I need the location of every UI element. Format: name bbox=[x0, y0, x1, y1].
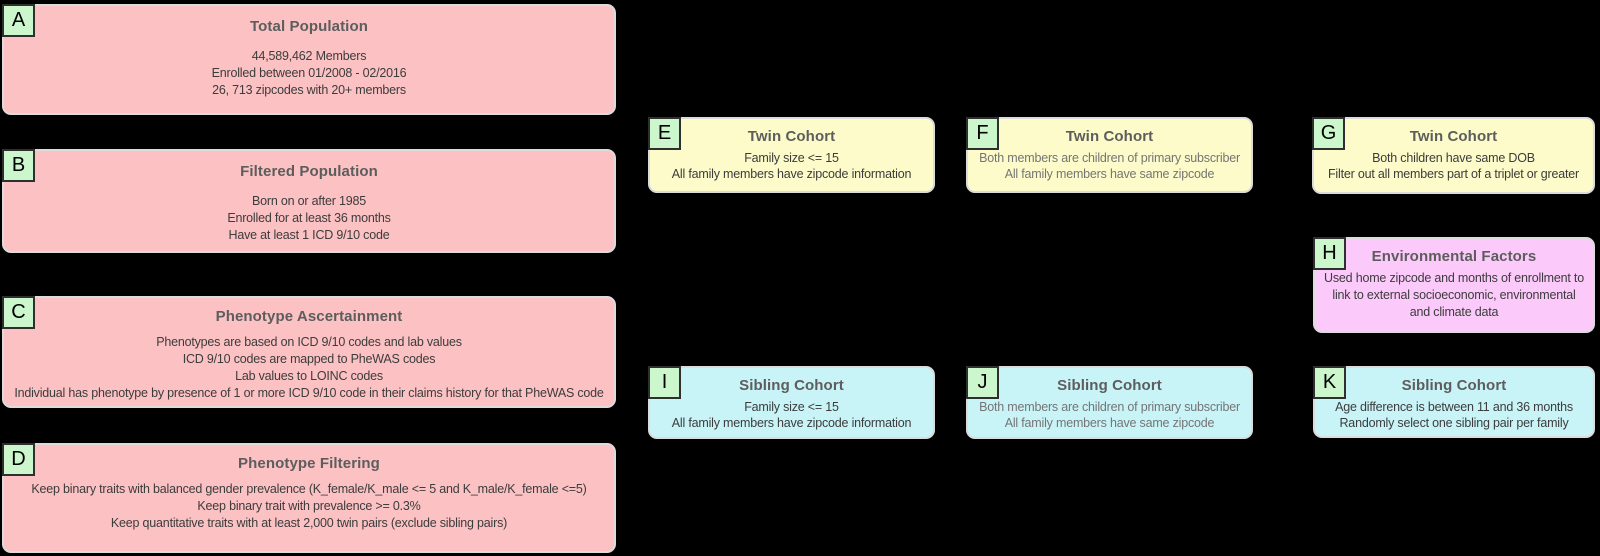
body-line: Have at least 1 ICD 9/10 code bbox=[228, 228, 390, 242]
label-letter: E bbox=[657, 122, 672, 144]
body-line: Filter out all members part of a triplet… bbox=[1327, 167, 1579, 181]
label-j: J bbox=[966, 366, 999, 399]
body-line: Enrolled between 01/2008 - 02/2016 bbox=[211, 66, 407, 80]
box-body: Born on or after 1985 Enrolled for at le… bbox=[4, 193, 614, 244]
label-f: F bbox=[966, 117, 999, 150]
label-letter: F bbox=[976, 122, 989, 144]
box-title: Total Population bbox=[250, 18, 368, 35]
label-letter: D bbox=[11, 448, 26, 470]
label-d: D bbox=[2, 443, 35, 476]
box-title: Twin Cohort bbox=[1409, 128, 1498, 145]
body-line: Family size <= 15 bbox=[744, 400, 839, 414]
body-line: Randomly select one sibling pair per fam… bbox=[1339, 416, 1569, 430]
box-body: Both children have same DOB Filter out a… bbox=[1314, 150, 1593, 182]
box-title: Sibling Cohort bbox=[1401, 377, 1507, 394]
body-line: All family members have zipcode informat… bbox=[671, 416, 912, 430]
label-letter: I bbox=[661, 371, 668, 393]
box-body: Both members are children of primary sub… bbox=[968, 399, 1251, 431]
body-line: Enrolled for at least 36 months bbox=[227, 211, 391, 225]
box-body: Age difference is between 11 and 36 mont… bbox=[1315, 399, 1593, 431]
body-line: Both members are children of primary sub… bbox=[979, 151, 1240, 165]
label-letter: H bbox=[1322, 242, 1337, 264]
body-line: Keep binary trait with prevalence >= 0.3… bbox=[197, 499, 421, 513]
label-letter: B bbox=[11, 154, 26, 176]
box-sibling-cohort-j: J Sibling Cohort Both members are childr… bbox=[966, 366, 1253, 439]
body-line: Both members are children of primary sub… bbox=[979, 400, 1240, 414]
body-line: Lab values to LOINC codes bbox=[235, 369, 383, 383]
box-title: Environmental Factors bbox=[1371, 248, 1537, 265]
box-phenotype-filtering: D Phenotype Filtering Keep binary traits… bbox=[2, 443, 616, 553]
box-total-population: A Total Population 44,589,462 Members En… bbox=[2, 4, 616, 115]
box-title: Sibling Cohort bbox=[1057, 377, 1162, 394]
label-g: G bbox=[1312, 117, 1345, 150]
label-i: I bbox=[648, 366, 681, 399]
body-line: All family members have same zipcode bbox=[1004, 167, 1215, 181]
box-body: Family size <= 15 All family members hav… bbox=[650, 150, 933, 182]
label-letter: J bbox=[977, 371, 988, 393]
box-phenotype-ascertainment: C Phenotype Ascertainment Phenotypes are… bbox=[2, 296, 616, 408]
body-line: Phenotypes are based on ICD 9/10 codes a… bbox=[156, 335, 462, 349]
label-c: C bbox=[2, 296, 35, 329]
box-environmental-factors: H Environmental Factors Used home zipcod… bbox=[1313, 237, 1595, 333]
body-line: 44,589,462 Members bbox=[251, 49, 367, 63]
box-body: Family size <= 15 All family members hav… bbox=[650, 399, 933, 431]
label-a: A bbox=[2, 4, 35, 37]
box-title: Twin Cohort bbox=[1065, 128, 1154, 145]
box-sibling-cohort-i: I Sibling Cohort Family size <= 15 All f… bbox=[648, 366, 935, 439]
body-line: Used home zipcode and months of enrollme… bbox=[1324, 271, 1584, 319]
box-title: Filtered Population bbox=[240, 163, 378, 180]
box-title: Sibling Cohort bbox=[739, 377, 844, 394]
box-title: Twin Cohort bbox=[747, 128, 836, 145]
box-body: 44,589,462 Members Enrolled between 01/2… bbox=[4, 48, 614, 99]
label-letter: C bbox=[11, 301, 26, 323]
box-twin-cohort-g: G Twin Cohort Both children have same DO… bbox=[1312, 117, 1595, 194]
box-body: Phenotypes are based on ICD 9/10 codes a… bbox=[4, 334, 614, 402]
box-body: Both members are children of primary sub… bbox=[968, 150, 1251, 182]
box-body: Used home zipcode and months of enrollme… bbox=[1315, 270, 1593, 321]
body-line: 26, 713 zipcodes with 20+ members bbox=[212, 83, 406, 97]
body-line: Age difference is between 11 and 36 mont… bbox=[1335, 400, 1573, 414]
box-twin-cohort-f: F Twin Cohort Both members are children … bbox=[966, 117, 1253, 193]
body-line: Keep binary traits with balanced gender … bbox=[31, 482, 587, 496]
body-line: Family size <= 15 bbox=[744, 151, 839, 165]
box-sibling-cohort-k: K Sibling Cohort Age difference is betwe… bbox=[1313, 366, 1595, 438]
box-body: Keep binary traits with balanced gender … bbox=[4, 481, 614, 532]
label-e: E bbox=[648, 117, 681, 150]
label-b: B bbox=[2, 149, 35, 182]
body-line: Born on or after 1985 bbox=[252, 194, 366, 208]
box-title: Phenotype Ascertainment bbox=[215, 308, 403, 325]
label-h: H bbox=[1313, 237, 1346, 270]
body-line: Both children have same DOB bbox=[1372, 151, 1535, 165]
body-line: Keep quantitative traits with at least 2… bbox=[110, 516, 508, 530]
body-line: All family members have same zipcode bbox=[1004, 416, 1215, 430]
label-letter: A bbox=[11, 9, 26, 31]
body-line: All family members have zipcode informat… bbox=[671, 167, 912, 181]
body-line: ICD 9/10 codes are mapped to PheWAS code… bbox=[182, 352, 436, 366]
box-title: Phenotype Filtering bbox=[238, 455, 380, 472]
body-line: Individual has phenotype by presence of … bbox=[14, 386, 604, 400]
box-twin-cohort-e: E Twin Cohort Family size <= 15 All fami… bbox=[648, 117, 935, 193]
label-letter: G bbox=[1320, 122, 1337, 144]
label-letter: K bbox=[1322, 371, 1337, 393]
box-filtered-population: B Filtered Population Born on or after 1… bbox=[2, 149, 616, 253]
label-k: K bbox=[1313, 366, 1346, 399]
